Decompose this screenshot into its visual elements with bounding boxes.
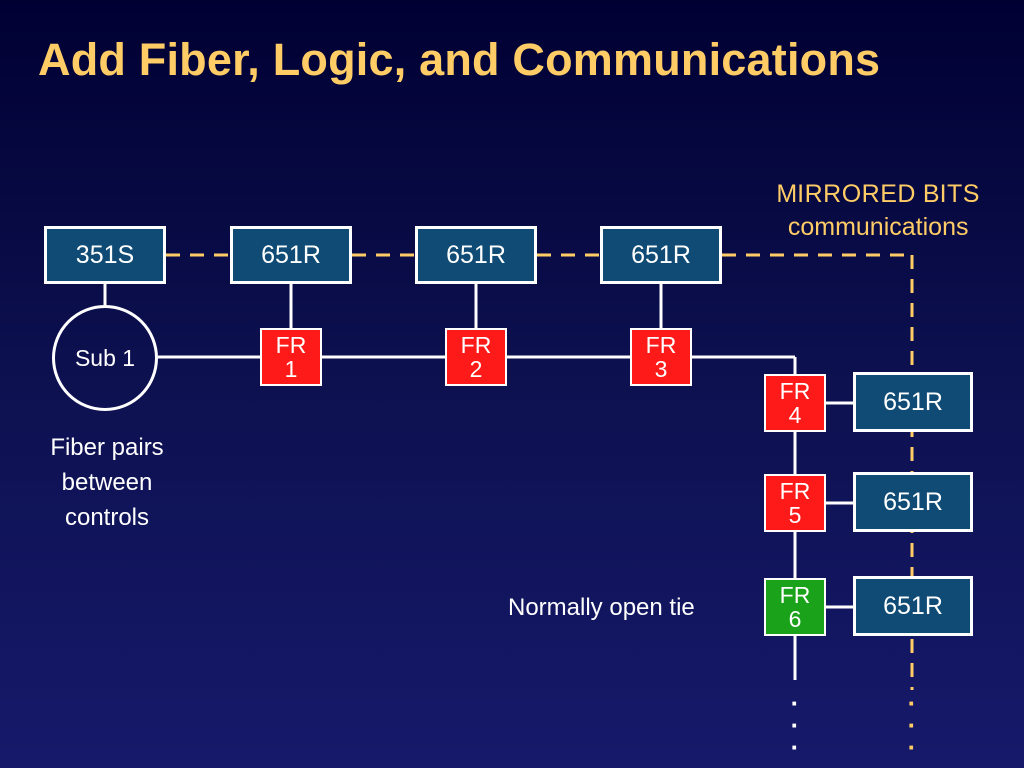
slide-title: Add Fiber, Logic, and Communications [38,34,881,85]
relay-651r-5: 651R [853,472,973,532]
normally-open-tie-label: Normally open tie [508,594,695,621]
relay-651r-1: 651R [230,226,352,284]
fr-node-number: 2 [469,356,483,382]
mirrored-bits-label: MIRRORED BITS communications [776,178,980,244]
relay-651r-6: 651R [853,576,973,636]
mb-letter-m: M [776,180,798,208]
fiber-pairs-note: Fiber pairs between controls [22,430,192,535]
fr-node-label: FR [779,478,811,504]
fr-node-label: FR [645,332,677,358]
relay-651r-3: 651R [600,226,722,284]
relay-651r-4: 651R [853,372,973,432]
fiber-note-line-3: controls [64,504,150,531]
fr-node-number: 1 [284,356,298,382]
mirrored-bits-heading: MIRRORED BITS [776,178,980,211]
fr-node-number: 4 [788,402,802,428]
fr-node-label: FR [275,332,307,358]
fr-node-label: FR [779,378,811,404]
fr-node-number: 3 [654,356,668,382]
fr-node-1: FR 1 [260,328,322,386]
relay-351s: 351S [44,226,166,284]
fr-node-number: 5 [788,502,802,528]
mb-letter-b: B [915,180,940,208]
fr-node-2: FR 2 [445,328,507,386]
fr-node-5: FR 5 [764,474,826,532]
fr-node-3: FR 3 [630,328,692,386]
relay-651r-2: 651R [415,226,537,284]
mirrored-bits-subheading: communications [787,213,969,241]
fr-node-number: 6 [788,606,802,632]
comm-continuation-dots: ··· [907,688,917,762]
mb-word-its: ITS [939,180,980,208]
fr-node-label: FR [460,332,492,358]
fiber-note-line-2: between [61,469,153,496]
fr-node-label: FR [779,582,811,608]
mb-word-irrored: IRRORED [797,180,916,208]
fr-node-6-normally-open: FR 6 [764,578,826,636]
feeder-continuation-dots: ··· [790,688,800,762]
fiber-note-line-1: Fiber pairs [50,434,164,461]
substation-sub1: Sub 1 [52,305,158,411]
fr-node-4: FR 4 [764,374,826,432]
